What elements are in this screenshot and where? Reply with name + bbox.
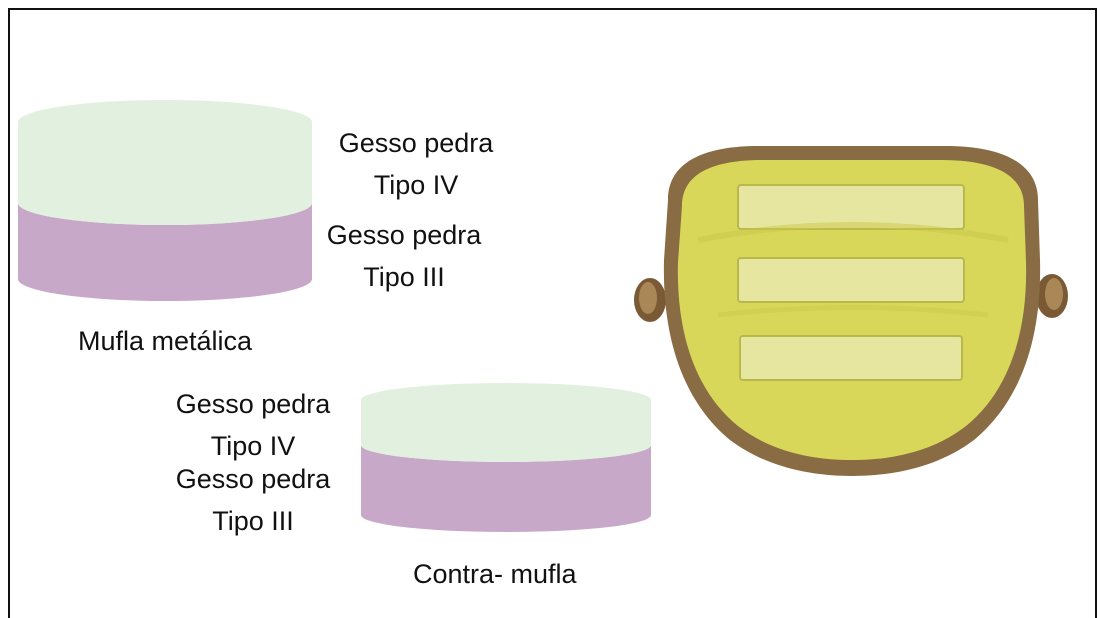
contra-mufla-tipo-iv-layer <box>361 383 651 462</box>
contra-mufla-tipo-iv-label-line1: Gesso pedra <box>165 383 341 425</box>
mufla-tipo-iv-label-line2: Tipo IV <box>328 164 504 206</box>
wax-bar-3 <box>740 336 962 380</box>
mufla-tipo-iv-layer <box>18 100 312 225</box>
mufla-caption: Mufla metálica <box>78 320 252 362</box>
left-lug <box>634 278 666 322</box>
contra-mufla-tipo-iv-label: Gesso pedra Tipo IV <box>165 383 341 467</box>
contra-mufla-tipo-iii-label-line1: Gesso pedra <box>165 458 341 500</box>
mufla-tipo-iii-label-line1: Gesso pedra <box>316 214 492 256</box>
contra-mufla-tipo-iii-label: Gesso pedra Tipo III <box>165 458 341 542</box>
wax-bar-2 <box>738 258 964 302</box>
contra-mufla-cylinder-diagram <box>361 383 651 532</box>
mufla-cylinder-diagram <box>18 100 312 305</box>
mufla-tipo-iii-label-line2: Tipo III <box>316 256 492 298</box>
mufla-tipo-iii-label: Gesso pedra Tipo III <box>316 214 492 298</box>
mufla-tipo-iv-label-line1: Gesso pedra <box>328 122 504 164</box>
flask-photo <box>628 140 1076 478</box>
right-lug <box>1036 274 1068 318</box>
wax-pattern-bars <box>738 185 964 380</box>
contra-mufla-caption: Contra- mufla <box>413 553 577 595</box>
contra-mufla-tipo-iii-label-line2: Tipo III <box>165 500 341 542</box>
mufla-tipo-iv-label: Gesso pedra Tipo IV <box>328 122 504 206</box>
